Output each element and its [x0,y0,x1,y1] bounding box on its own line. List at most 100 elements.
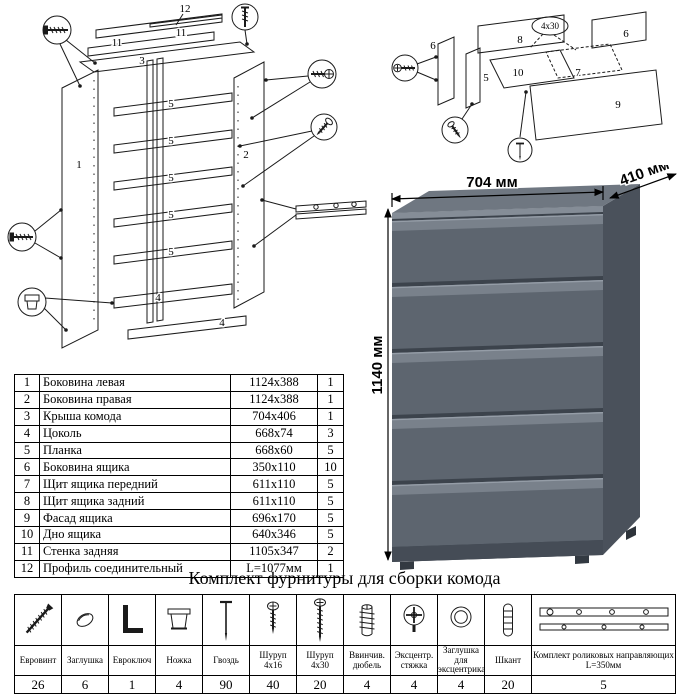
part-qty-cell: 5 [317,509,344,528]
hardware-qty-cell: 4 [343,675,391,695]
hardware-icon-cell [531,594,676,646]
part-slat [113,129,233,154]
dimension-height-label: 1140 мм [370,336,386,395]
part-name-cell: Стенка задняя [39,542,231,561]
part-number-cell: 1 [14,374,40,392]
cam-lock-icon [403,604,425,632]
hardware-icon-cell [249,594,297,646]
part-back-rail [146,59,154,324]
hardware-icon-cell [484,594,532,646]
part-size-cell: 611х110 [230,475,318,494]
cam-cap-icon [450,606,472,628]
callout-screw [239,113,338,187]
part-plinth [127,315,247,340]
hardware-name-cell: Шкант [484,644,532,677]
part-qty-cell: 5 [317,441,344,460]
part-name-cell: Боковина левая [39,374,231,392]
hardware-qty-cell: 4 [390,675,438,695]
part-slat [113,240,233,265]
part-drawer-side-left [437,36,455,106]
part-number-cell: 3 [14,407,40,426]
chest-side-face [603,184,640,555]
callout-euro-screw [42,15,96,87]
screw-spec-callout [531,16,569,36]
chest-drawer-front [391,280,604,349]
hardware-icon-cell [155,594,203,646]
drawer-assembly-diagram: 6 5 10 7 8 9 6 4х30 [391,11,663,163]
part-label-5: 5 [168,135,174,147]
part-number-cell: 2 [14,390,40,409]
callout-foot [17,287,113,331]
part-qty-cell: 5 [317,526,344,544]
chest-foot [575,555,589,564]
hardware-icon-cell [296,594,344,646]
screw-in-dowel-icon [359,604,375,637]
part-label-10: 10 [513,67,525,79]
part-label-1: 1 [76,159,82,171]
part-left-side-panel [61,69,99,349]
part-label-6: 6 [430,40,436,52]
part-label-5: 5 [168,98,174,110]
part-label-8: 8 [517,34,523,46]
drawer-slides-icon [539,607,668,631]
part-number-cell: 8 [14,492,40,511]
part-plinth [113,283,233,309]
confirmat-screw-icon [25,603,54,634]
chest-plinth [392,540,603,562]
part-size-cell: 1105х347 [230,542,318,561]
part-label-3: 3 [139,55,145,67]
hardware-qty-cell: 4 [155,675,203,695]
hardware-name-cell: Шуруп 4х30 [296,644,344,677]
chest-foot [626,526,636,540]
hardware-name-cell: Гвоздь [202,644,250,677]
hardware-icon-cell [390,594,438,646]
hardware-qty-cell: 26 [14,675,62,695]
part-label-6: 6 [623,28,629,40]
screw-4x16-icon [267,601,279,634]
part-size-cell: 668х74 [230,424,318,443]
part-right-side-panel [233,61,265,309]
exploded-assembly-diagram: 1 2 3 11 11 12 5 5 5 5 5 4 4 [7,2,367,349]
part-back-panel [87,31,215,57]
part-name-cell: Щит ящика задний [39,492,231,511]
part-name-cell: Крыша комода [39,407,231,426]
hardware-qty-cell: 5 [531,675,676,695]
hardware-name-cell: Эксцентр. стяжка [390,644,438,677]
part-number-cell: 7 [14,475,40,494]
part-label-2: 2 [243,149,249,161]
hardware-kit-title: Комплект фурнитуры для сборки комода [188,568,501,588]
hardware-qty-cell: 1 [108,675,156,695]
part-number-cell: 6 [14,458,40,477]
part-name-cell: Боковина ящика [39,458,231,477]
hardware-icon-cell [437,594,485,646]
part-slat [113,92,233,117]
drawer-parts [437,11,663,141]
hardware-qty-cell: 6 [61,675,109,695]
part-qty-cell: 1 [317,559,344,578]
part-slat [113,203,233,228]
part-name-cell: Планка [39,441,231,460]
wood-dowel-icon [503,603,513,637]
part-qty-cell: 1 [317,390,344,409]
foot-icon [167,608,191,630]
part-name-cell: Профиль соединительный [39,559,231,578]
part-number-cell: 5 [14,441,40,460]
part-qty-cell: 5 [317,475,344,494]
cap-icon [76,613,94,627]
hardware-qty-row: 26 6 1 4 90 40 20 4 4 4 20 5 [14,675,676,695]
nail-icon [220,600,232,641]
part-size-cell: 1124х388 [230,390,318,409]
dimension-lines [384,173,677,561]
part-qty-cell: 2 [317,542,344,561]
dimension-width-label: 704 мм [466,174,517,191]
part-slat [113,166,233,191]
part-drawer-bottom [489,49,575,89]
part-number-cell: 11 [14,542,40,561]
part-drawer-front-shield [545,43,623,79]
